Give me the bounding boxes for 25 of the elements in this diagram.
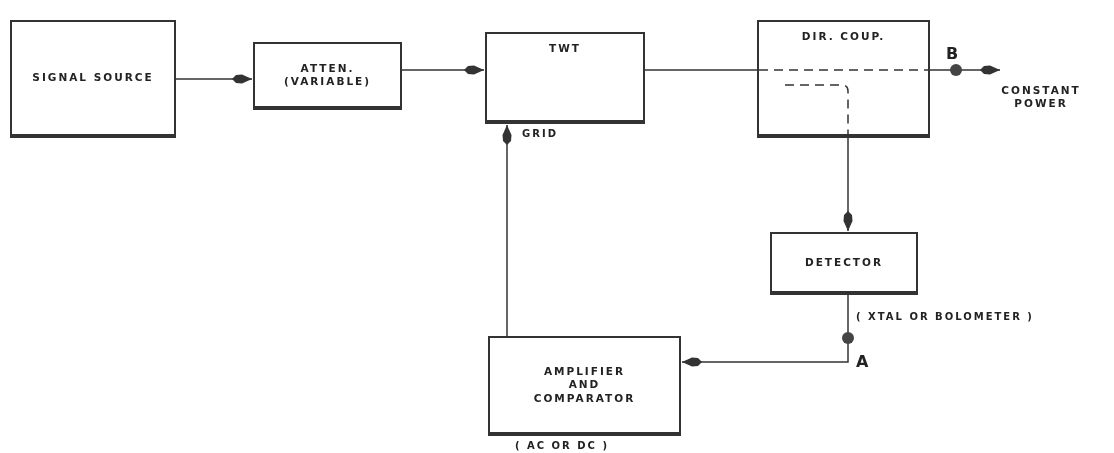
block-label: SIGNAL SOURCE [32, 71, 154, 85]
arrow [929, 65, 1001, 75]
arrow [843, 137, 853, 232]
arrow [401, 65, 485, 75]
block-label: ATTEN. (VARIABLE) [282, 61, 373, 89]
block-label: CONSTANT POWER [1000, 83, 1082, 110]
block-box [488, 336, 681, 436]
arrow [502, 124, 512, 337]
block-box [485, 32, 645, 124]
block-label: TWT [549, 42, 581, 56]
annotation-text: GRID [522, 128, 558, 141]
annotation-text: ( XTAL OR BOLOMETER ) [856, 311, 1034, 324]
arrow [175, 74, 253, 84]
arrow [681, 294, 849, 367]
block-label: AMPLIFIER AND COMPARATOR [532, 365, 637, 405]
block-label: DIR. COUP. [801, 30, 886, 44]
block-box [253, 42, 402, 110]
block-box [770, 232, 918, 295]
coupler-box [757, 20, 930, 138]
annotation-text: ( AC OR DC ) [515, 440, 609, 453]
point-label: B [946, 44, 959, 64]
point-label: A [856, 352, 869, 372]
block-label: DETECTOR [804, 255, 884, 270]
connector-line [644, 69, 758, 71]
block-box [10, 20, 176, 138]
